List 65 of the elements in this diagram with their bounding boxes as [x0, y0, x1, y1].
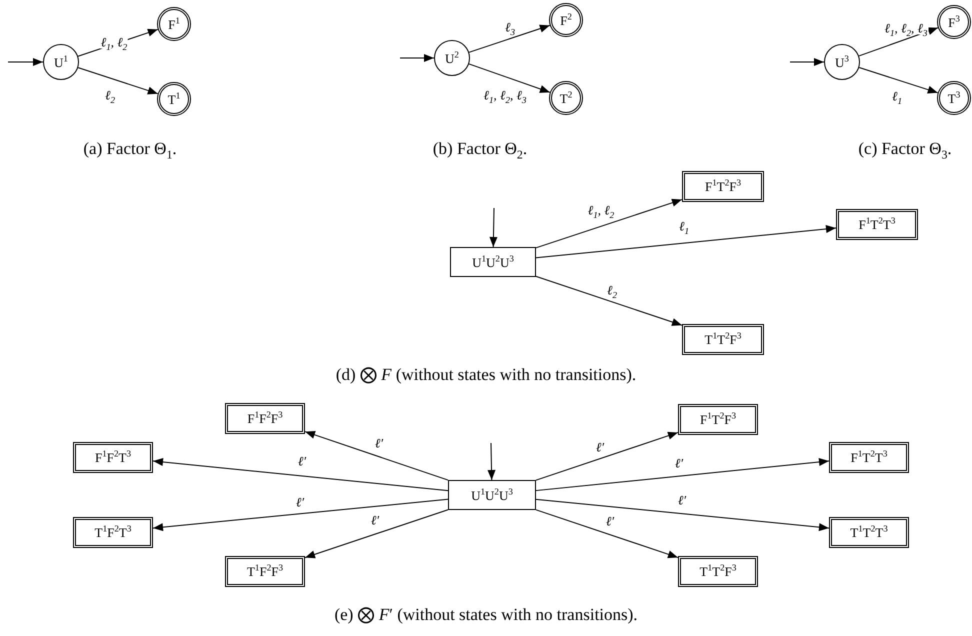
figure-caption: (b) Factor Θ$_{2}$. [432, 140, 528, 159]
accepting-state-circle: T$^{3}$ [937, 81, 971, 115]
accepting-state-circle: F$^{2}$ [549, 3, 583, 37]
edge-label: ℓ′ [676, 494, 688, 506]
accepting-state-box: T$^{1}$T$^{2}$F$^{3}$ [678, 556, 758, 586]
accepting-state-box: F$^{1}$T$^{2}$T$^{3}$ [829, 442, 909, 472]
accepting-state-box: F$^{1}$F$^{2}$T$^{3}$ [73, 442, 153, 472]
accepting-state-circle: T$^{2}$ [549, 81, 583, 115]
figure-caption: (a) Factor Θ$_{1}$. [83, 140, 177, 159]
accepting-state-box: T$^{1}$T$^{2}$T$^{3}$ [829, 516, 909, 548]
arrow [152, 498, 448, 532]
edge-label: ℓ′ [374, 436, 384, 450]
arrow [858, 27, 938, 56]
arrow [488, 442, 496, 480]
arrow [536, 509, 678, 558]
arrow [400, 54, 434, 62]
accepting-state-circle: T$^{1}$ [157, 82, 191, 116]
edge-label: ℓ′ [296, 454, 308, 468]
accepting-state-circle: F$^{3}$ [937, 5, 971, 39]
figure-caption: (d) ⨂ F (without states with no transitions). [336, 366, 636, 385]
arrow [468, 24, 550, 53]
edge-label: ℓ′ [674, 456, 684, 470]
arrow [152, 458, 448, 492]
state-circle: U$^{1}$ [43, 44, 79, 80]
accepting-state-circle: F$^{1}$ [157, 7, 191, 41]
arrow [78, 67, 158, 94]
edge-label: ℓ′ [604, 514, 616, 528]
edge-label: ℓ′ [294, 496, 306, 508]
accepting-state-box: F$^{1}$F$^{2}$F$^{3}$ [225, 402, 305, 434]
arrow [858, 67, 938, 94]
edge-label: ℓ$_{2}$ [104, 88, 116, 102]
arrow [790, 58, 824, 66]
edge-label: ℓ$_{2}$ [606, 284, 618, 296]
state-box: U$^{1}$U$^{2}$U$^{3}$ [450, 247, 536, 277]
arrow [536, 198, 682, 248]
edge-label: ℓ$_{1}$ [678, 220, 690, 232]
edge-label: ℓ$_{1}$, ℓ$_{2}$, ℓ$_{3}$ [884, 22, 928, 34]
arrow [8, 58, 44, 66]
edge-label: ℓ$_{1}$, ℓ$_{2}$, ℓ$_{3}$ [482, 88, 528, 102]
accepting-state-box: F$^{1}$T$^{2}$F$^{3}$ [678, 404, 758, 434]
edge-label: ℓ$_{3}$ [504, 20, 516, 34]
accepting-state-box: T$^{1}$F$^{2}$F$^{3}$ [225, 556, 305, 586]
arrow [536, 432, 678, 481]
edge-label: ℓ′ [370, 514, 380, 526]
accepting-state-box: F$^{1}$T$^{2}$T$^{3}$ [836, 208, 918, 240]
arrow [489, 208, 498, 248]
figure-caption: (e) ⨂ F′ (without states with no transitions). [334, 606, 638, 625]
figure-caption: (c) Factor Θ$_{3}$. [858, 140, 952, 159]
accepting-state-box: F$^{1}$T$^{2}$F$^{3}$ [682, 170, 764, 202]
edge-label: ℓ$_{1}$ [891, 90, 903, 102]
accepting-state-box: T$^{1}$F$^{2}$T$^{3}$ [73, 516, 153, 548]
state-circle: U$^{2}$ [434, 40, 470, 76]
edge-label: ℓ$_{1}$, ℓ$_{2}$ [586, 204, 616, 216]
arrow [468, 63, 550, 93]
edge-label: ℓ′ [594, 440, 606, 454]
arrow [304, 509, 448, 558]
arrow [536, 276, 682, 326]
edge-label: ℓ$_{1}$, ℓ$_{2}$ [100, 36, 128, 48]
arrow [536, 458, 830, 492]
arrow [536, 225, 836, 258]
state-circle: U$^{3}$ [824, 44, 860, 80]
accepting-state-box: T$^{1}$T$^{2}$F$^{3}$ [682, 324, 764, 354]
state-box: U$^{1}$U$^{2}$U$^{3}$ [448, 480, 536, 510]
arrow [304, 431, 448, 481]
arrow [536, 498, 830, 532]
